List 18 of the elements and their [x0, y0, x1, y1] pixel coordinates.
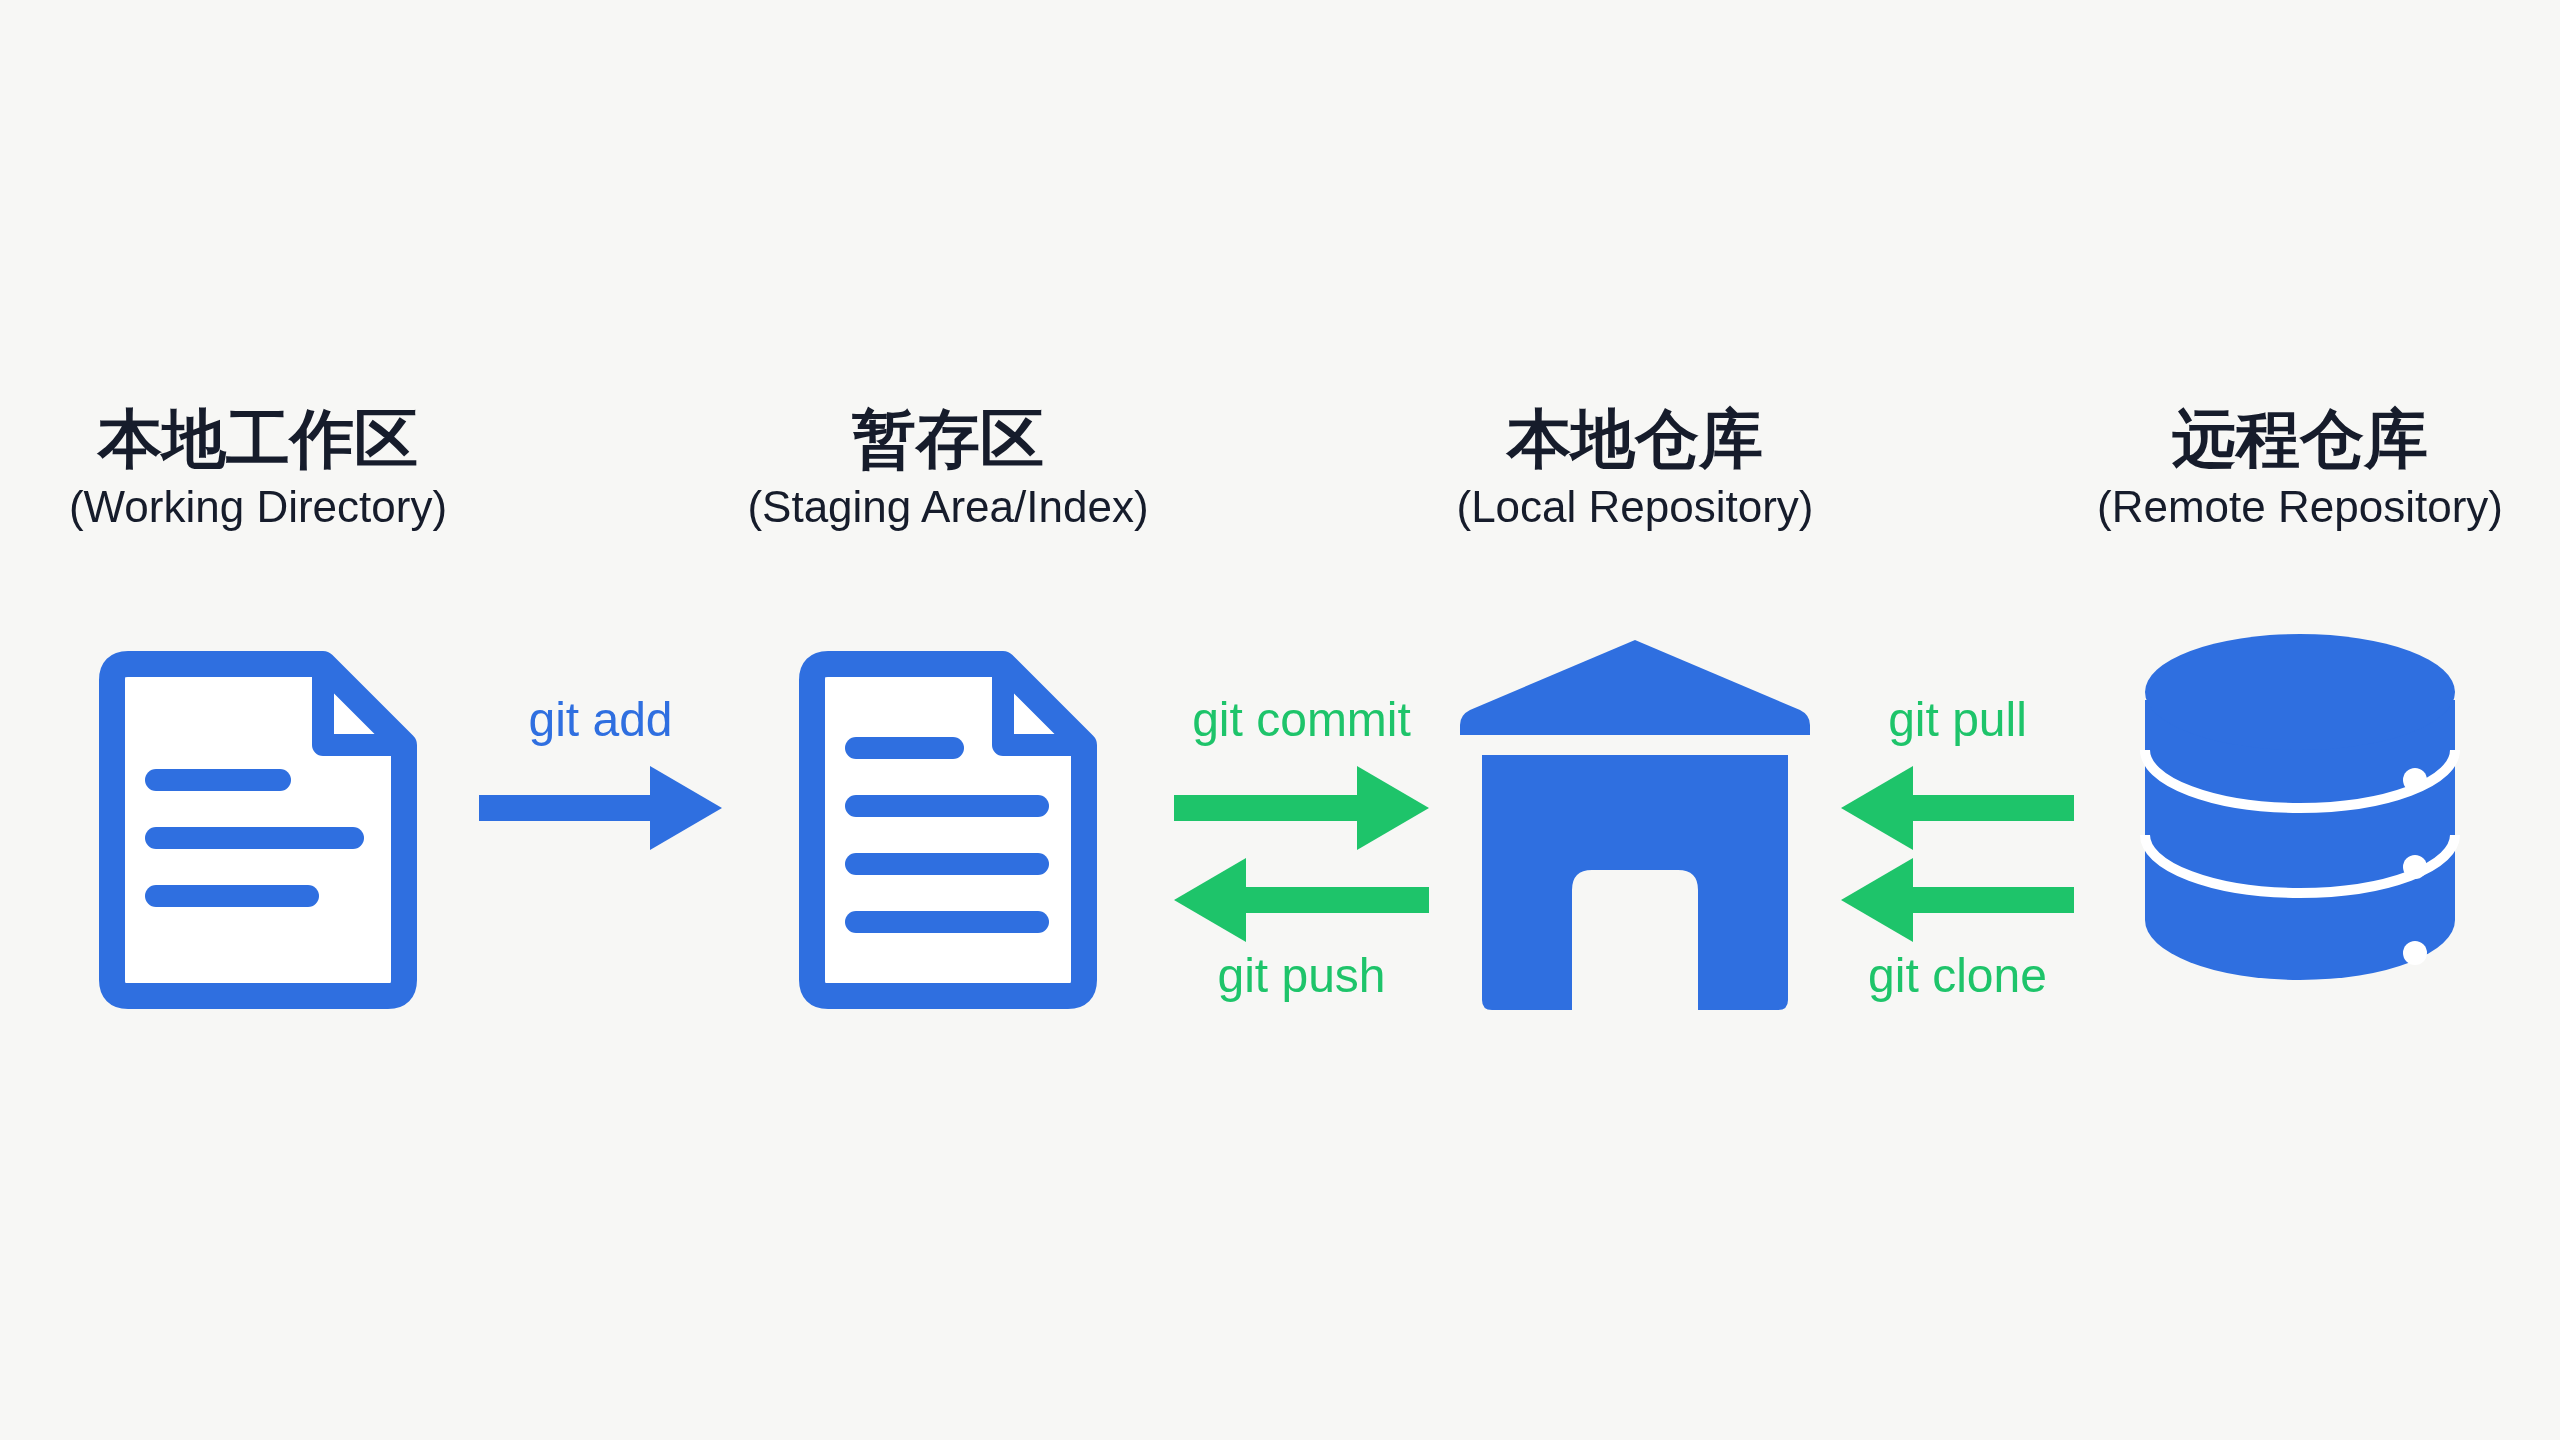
arrow — [1174, 858, 1429, 942]
node-subtitle: (Staging Area/Index) — [747, 481, 1149, 533]
edge-label: git commit — [1192, 692, 1411, 748]
edge-label: git pull — [1888, 692, 2027, 748]
arrow — [1841, 766, 2074, 850]
arrow — [479, 766, 722, 850]
node-heading: 本地工作区 — [98, 402, 418, 477]
node-subtitle: (Remote Repository) — [2097, 481, 2503, 533]
arrow — [1841, 858, 2074, 942]
arrow — [1174, 766, 1429, 850]
edge-label: git add — [528, 692, 673, 748]
node-heading: 远程仓库 — [2172, 402, 2428, 477]
edge-label: git clone — [1868, 948, 2047, 1004]
node-heading: 暂存区 — [852, 402, 1044, 477]
node-subtitle: (Working Directory) — [68, 481, 448, 533]
node-subtitle: (Local Repository) — [1456, 481, 1814, 533]
node-heading: 本地仓库 — [1507, 402, 1763, 477]
edge-label: git push — [1217, 948, 1386, 1004]
